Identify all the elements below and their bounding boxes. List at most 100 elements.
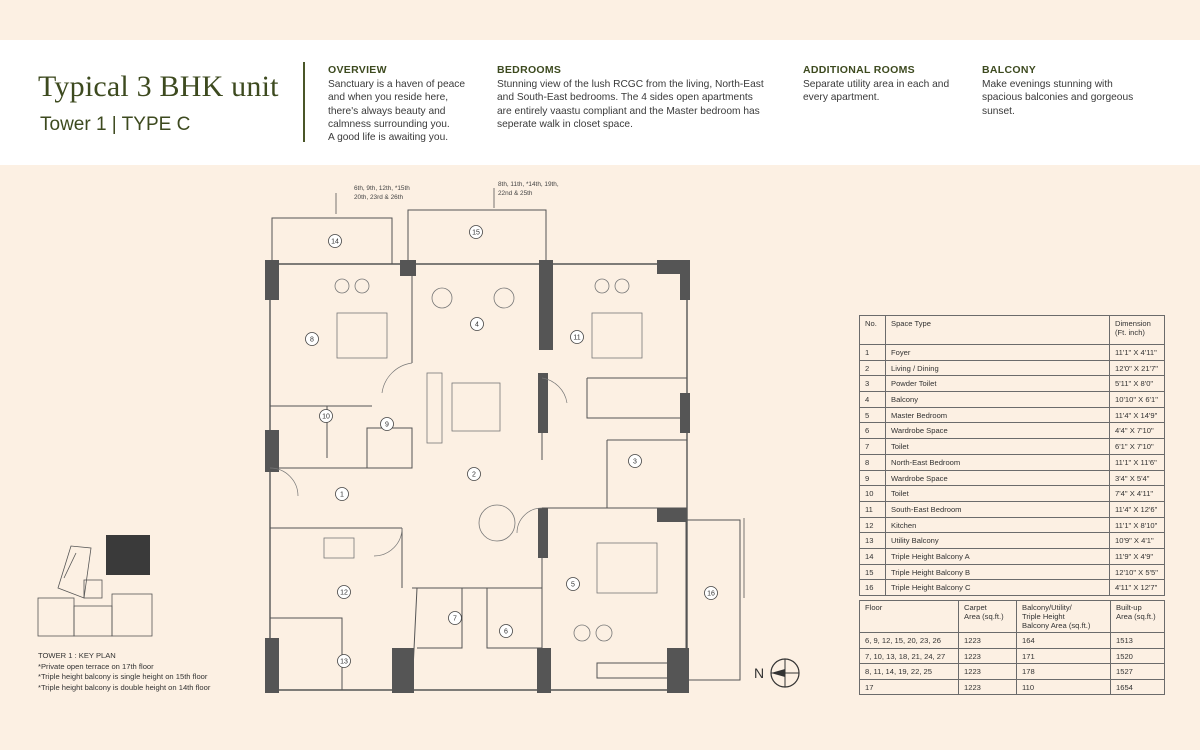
table-cell: Wardrobe Space xyxy=(885,422,1110,440)
table-cell: 11'1" X 8'10" xyxy=(1109,516,1165,534)
room-number-3: 3 xyxy=(633,459,637,466)
table-cell: Master Bedroom xyxy=(885,406,1110,424)
table-cell: 6'1" X 7'10" xyxy=(1109,438,1165,455)
table-cell: 7'4" X 4'11" xyxy=(1109,485,1165,502)
balcony-section: BALCONY Make evenings stunning with spac… xyxy=(982,64,1162,118)
table-cell: 11'1" X 11'6" xyxy=(1109,453,1165,471)
table-cell: 1513 xyxy=(1110,632,1165,649)
table-cell: 6, 9, 12, 15, 20, 23, 26 xyxy=(859,632,959,649)
table-cell: 8, 11, 14, 19, 22, 25 xyxy=(859,663,959,680)
table-cell: 1520 xyxy=(1110,647,1165,664)
room-marker-7 xyxy=(448,611,462,625)
room-number-9: 9 xyxy=(385,422,389,429)
table-cell: 10'9" X 4'1" xyxy=(1109,532,1165,549)
table-cell: 7 xyxy=(859,438,886,455)
key-plan-note: *Private open terrace on 17th floor xyxy=(38,662,154,671)
sofa xyxy=(426,372,443,444)
room-marker-15 xyxy=(469,225,483,239)
room-number-12: 12 xyxy=(340,590,348,597)
room-marker-6 xyxy=(499,624,513,638)
room-number-16: 16 xyxy=(707,591,715,598)
bedrooms-heading: BEDROOMS xyxy=(497,64,562,76)
coffee-table xyxy=(451,382,501,432)
overview-section: OVERVIEW Sanctuary is a haven of peace a… xyxy=(328,64,478,144)
header: Typical 3 BHK unit Tower 1 | TYPE C OVER… xyxy=(0,40,1200,165)
table-cell: 11'9" X 4'9" xyxy=(1109,547,1165,565)
table-cell: 1223 xyxy=(958,678,1017,695)
bedrooms-section: BEDROOMS Stunning view of the lush RCGC … xyxy=(497,64,797,131)
space-table-header-dim: Dimension (Ft. inch) xyxy=(1109,315,1165,345)
table-cell: Triple Height Balcony B xyxy=(885,563,1110,581)
room-number-6: 6 xyxy=(504,629,508,636)
room-marker-1 xyxy=(335,487,349,501)
floor-note-15-line2: 22nd & 25th xyxy=(498,190,533,197)
page-subtitle: Tower 1 | TYPE C xyxy=(40,114,191,135)
stove xyxy=(323,537,355,559)
table-cell: 7, 10, 13, 18, 21, 24, 27 xyxy=(859,647,959,664)
floor-note-15-line1: 8th, 11th, *14th, 19th, xyxy=(498,181,559,188)
key-plan-note: *Triple height balcony is double height … xyxy=(38,682,211,692)
space-table-header-type: Space Type xyxy=(885,315,1110,345)
dining-table xyxy=(478,504,516,542)
table-cell: 5 xyxy=(859,406,886,424)
table-cell: 178 xyxy=(1016,663,1111,680)
room-number-5: 5 xyxy=(571,582,575,589)
key-plan-note: *Triple height balcony is single height … xyxy=(38,672,208,682)
table-cell: Living / Dining xyxy=(885,359,1110,377)
table-cell: 11 xyxy=(859,500,886,518)
additional-rooms-heading: ADDITIONAL ROOMS xyxy=(803,64,915,76)
room-number-1: 1 xyxy=(340,492,344,499)
room-number-10: 10 xyxy=(322,414,330,421)
table-cell: South-East Bedroom xyxy=(885,500,1110,518)
area-table-header-carpet: Carpet Area (sq.ft.) xyxy=(958,600,1017,633)
table-cell: 1 xyxy=(859,344,886,361)
floor-note-14-line2: 20th, 23rd & 26th xyxy=(354,194,403,201)
key-plan xyxy=(37,535,153,637)
table-cell: North-East Bedroom xyxy=(885,453,1110,471)
room-marker-12 xyxy=(337,585,351,599)
table-cell: 17 xyxy=(859,678,959,695)
table-cell: Powder Toilet xyxy=(885,375,1110,393)
bed-8 xyxy=(336,312,388,359)
table-cell: Balcony xyxy=(885,391,1110,408)
table-cell: 4 xyxy=(859,391,886,408)
bed-11 xyxy=(591,312,643,359)
room-number-13: 13 xyxy=(340,659,348,666)
area-table-header-balcony: Balcony/Utility/ Triple Height Balcony A… xyxy=(1016,600,1111,633)
floor-note-14-line1: 6th, 9th, 12th, *15th xyxy=(354,185,410,192)
table-cell: 8 xyxy=(859,453,886,471)
table-cell: 5'11" X 8'0" xyxy=(1109,375,1165,393)
area-table-header-builtup: Built-up Area (sq.ft.) xyxy=(1110,600,1165,633)
table-cell: 3 xyxy=(859,375,886,393)
floor-plan: 6th, 9th, 12th, *15th 20th, 23rd & 26th … xyxy=(265,181,745,693)
area-table: Floor Carpet Area (sq.ft.) Balcony/Utili… xyxy=(859,600,1165,695)
compass-pointer xyxy=(771,669,785,677)
table-cell: 11'1" X 4'11" xyxy=(1109,344,1165,361)
table-cell: 13 xyxy=(859,532,886,549)
table-cell: 2 xyxy=(859,359,886,377)
additional-rooms-section: ADDITIONAL ROOMS Separate utility area i… xyxy=(803,64,978,105)
room-marker-14 xyxy=(328,234,342,248)
header-divider xyxy=(303,62,305,142)
table-cell: 171 xyxy=(1016,647,1111,664)
table-cell: 12 xyxy=(859,516,886,534)
room-marker-5 xyxy=(566,577,580,591)
table-cell: Toilet xyxy=(885,438,1110,455)
table-cell: 4'4" X 7'10" xyxy=(1109,422,1165,440)
table-cell: 3'4" X 5'4" xyxy=(1109,469,1165,487)
top-strip xyxy=(0,0,1200,40)
balcony-heading: BALCONY xyxy=(982,64,1037,76)
table-cell: 15 xyxy=(859,563,886,581)
overview-text: Sanctuary is a haven of peace and when y… xyxy=(328,79,466,144)
table-cell: 14 xyxy=(859,547,886,565)
